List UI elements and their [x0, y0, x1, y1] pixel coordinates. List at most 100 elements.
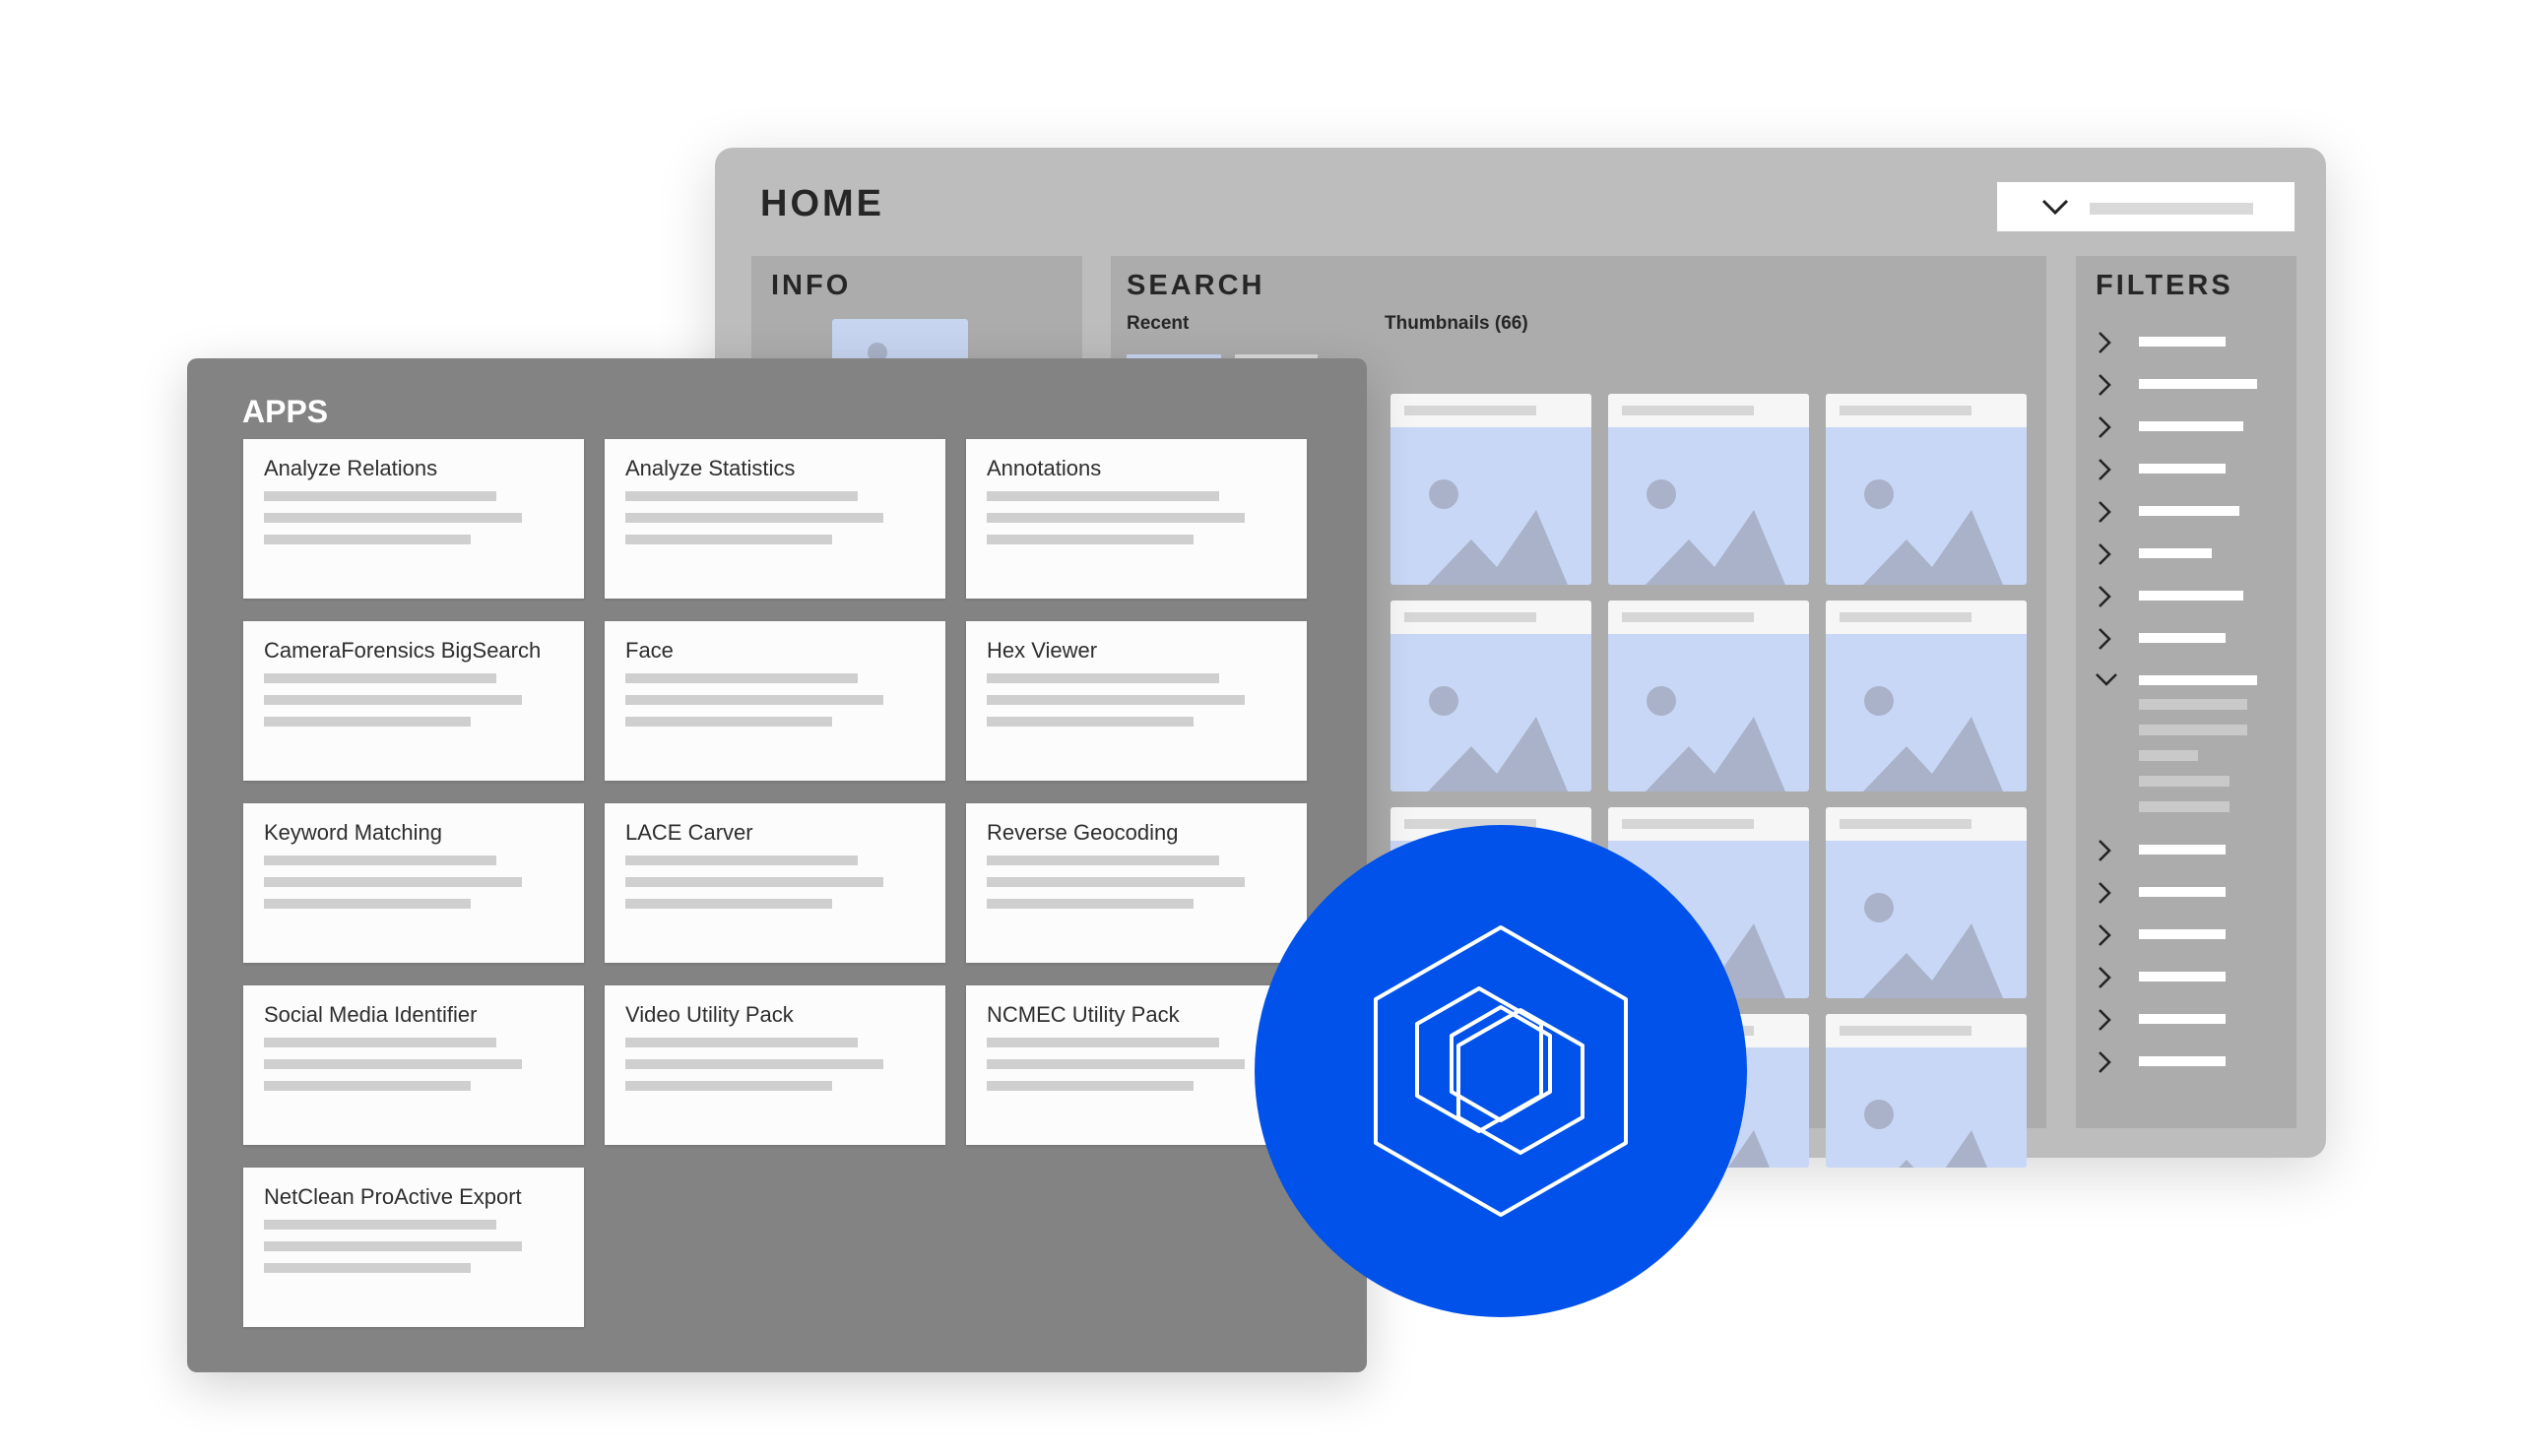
thumbnail-header [1826, 394, 2027, 427]
filter-label-placeholder [2139, 972, 2226, 981]
app-card-description-placeholder [625, 717, 832, 727]
app-card-title: Video Utility Pack [625, 1002, 794, 1027]
filter-subitem-placeholder[interactable] [2139, 750, 2198, 761]
app-card-description-placeholder [264, 717, 471, 727]
app-card-description-placeholder [264, 673, 496, 683]
chevron-right-icon [2094, 1007, 2115, 1038]
info-title: INFO [771, 270, 852, 301]
app-card-description-placeholder [264, 1263, 471, 1273]
filter-label-placeholder [2139, 591, 2243, 601]
filter-item[interactable] [2094, 837, 2291, 862]
view-dropdown[interactable] [1997, 182, 2295, 231]
thumbnail-header [1608, 394, 1809, 427]
filter-item[interactable] [2094, 498, 2291, 524]
app-card[interactable]: NCMEC Utility Pack [966, 985, 1307, 1145]
filter-label-placeholder [2139, 845, 2226, 855]
filter-item[interactable] [2094, 456, 2291, 481]
app-card-description-placeholder [264, 491, 496, 501]
thumbnail-caption-placeholder [1404, 612, 1536, 622]
app-card-description-placeholder [987, 513, 1245, 523]
app-card-description-placeholder [987, 695, 1245, 705]
app-card-description-placeholder [625, 1038, 858, 1047]
app-card[interactable]: CameraForensics BigSearch [243, 621, 584, 781]
app-card[interactable]: Annotations [966, 439, 1307, 599]
filter-label-placeholder [2139, 929, 2226, 939]
image-placeholder-icon [1863, 893, 2003, 998]
filter-item[interactable] [2094, 964, 2291, 989]
thumbnail-header [1826, 807, 2027, 841]
app-card-description-placeholder [987, 491, 1219, 501]
app-card[interactable]: Video Utility Pack [605, 985, 945, 1145]
thumbnail-item[interactable] [1826, 1014, 2027, 1168]
filter-label-placeholder [2139, 421, 2243, 431]
chevron-right-icon [2094, 880, 2115, 911]
filter-item[interactable] [2094, 625, 2291, 651]
app-card-description-placeholder [264, 695, 522, 705]
app-card-description-placeholder [625, 513, 883, 523]
thumbnail-header [1826, 601, 2027, 634]
thumbnail-caption-placeholder [1840, 1026, 1972, 1036]
chevron-right-icon [2094, 1049, 2115, 1080]
thumbnail-caption-placeholder [1622, 406, 1754, 415]
thumbnail-caption-placeholder [1622, 612, 1754, 622]
filter-item[interactable] [2094, 329, 2291, 354]
app-card-description-placeholder [987, 535, 1194, 544]
app-card[interactable]: Reverse Geocoding [966, 803, 1307, 963]
app-card[interactable]: Analyze Relations [243, 439, 584, 599]
filter-label-placeholder [2139, 379, 2257, 389]
thumbnail-item[interactable] [1390, 394, 1591, 585]
filter-item[interactable] [2094, 583, 2291, 608]
chevron-right-icon [2094, 965, 2115, 995]
app-card[interactable]: Social Media Identifier [243, 985, 584, 1145]
thumbnails-label: Thumbnails (66) [1385, 313, 1528, 334]
app-card-description-placeholder [625, 695, 883, 705]
filters-panel: FILTERS [2076, 256, 2296, 1128]
filter-item[interactable] [2094, 413, 2291, 439]
thumbnail-header [1390, 394, 1591, 427]
thumbnail-item[interactable] [1826, 601, 2027, 791]
app-card-title: Reverse Geocoding [987, 820, 1179, 845]
app-card-description-placeholder [625, 673, 858, 683]
chevron-down-icon [2040, 196, 2070, 222]
thumbnail-header [1608, 601, 1809, 634]
image-placeholder-icon [1646, 686, 1785, 791]
filter-label-placeholder [2139, 464, 2226, 474]
app-card-description-placeholder [625, 491, 858, 501]
filter-subitem-placeholder[interactable] [2139, 699, 2247, 710]
app-card[interactable]: Analyze Statistics [605, 439, 945, 599]
app-card[interactable]: Face [605, 621, 945, 781]
thumbnail-item[interactable] [1608, 394, 1809, 585]
app-card-description-placeholder [987, 1059, 1245, 1069]
chevron-right-icon [2094, 541, 2115, 572]
filter-item[interactable] [2094, 667, 2291, 693]
chevron-right-icon [2094, 922, 2115, 953]
chevron-right-icon [2094, 626, 2115, 657]
filter-item[interactable] [2094, 371, 2291, 397]
thumbnail-caption-placeholder [1840, 406, 1972, 415]
app-card-description-placeholder [625, 1059, 883, 1069]
app-card-description-placeholder [625, 535, 832, 544]
thumbnail-caption-placeholder [1404, 819, 1536, 829]
app-card[interactable]: NetClean ProActive Export [243, 1168, 584, 1327]
filter-item[interactable] [2094, 1048, 2291, 1074]
filter-item[interactable] [2094, 921, 2291, 947]
filter-item[interactable] [2094, 1006, 2291, 1032]
app-card-title: Analyze Relations [264, 456, 438, 480]
thumbnail-item[interactable] [1826, 807, 2027, 998]
filter-subitem-placeholder[interactable] [2139, 801, 2230, 812]
filter-item[interactable] [2094, 879, 2291, 905]
filter-item[interactable] [2094, 540, 2291, 566]
app-card-description-placeholder [264, 1081, 471, 1091]
app-card-description-placeholder [625, 877, 883, 887]
app-card[interactable]: Hex Viewer [966, 621, 1307, 781]
thumbnail-item[interactable] [1608, 601, 1809, 791]
filter-label-placeholder [2139, 337, 2226, 347]
app-card[interactable]: LACE Carver [605, 803, 945, 963]
app-card-title: Face [625, 638, 674, 663]
thumbnail-item[interactable] [1826, 394, 2027, 585]
filter-subitem-placeholder[interactable] [2139, 776, 2230, 787]
filter-label-placeholder [2139, 1056, 2226, 1066]
thumbnail-item[interactable] [1390, 601, 1591, 791]
filter-subitem-placeholder[interactable] [2139, 725, 2247, 735]
app-card[interactable]: Keyword Matching [243, 803, 584, 963]
